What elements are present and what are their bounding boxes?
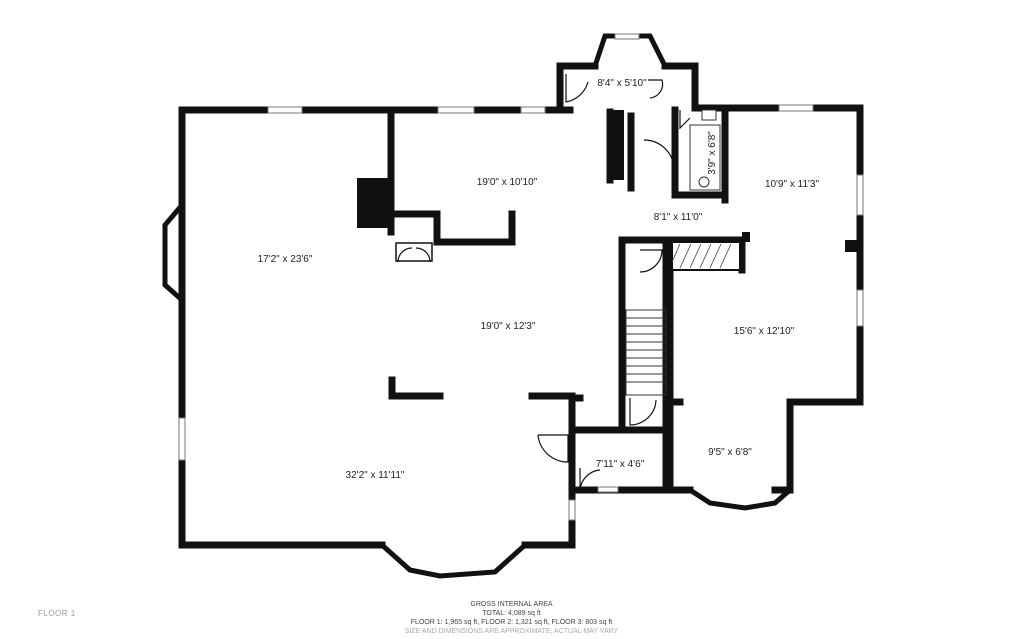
- area-title: GROSS INTERNAL AREA: [470, 601, 553, 608]
- room-label-r7: 8'1" x 11'0": [654, 212, 703, 223]
- area-summary: GROSS INTERNAL AREA TOTAL: 4,089 sq ft F…: [0, 600, 1023, 636]
- room-label-r11: 7'11" x 4'6": [596, 459, 645, 470]
- room-label-r6: 3'9" x 6'8": [707, 131, 718, 175]
- room-label-r1: 17'2" x 23'6": [258, 254, 313, 265]
- room-label-r5: 8'4" x 5'10": [597, 78, 647, 89]
- room-label-r4: 32'2" x 11'11": [346, 470, 405, 481]
- area-floors: FLOOR 1: 1,965 sq ft, FLOOR 2: 1,321 sq …: [410, 619, 613, 626]
- bay-windows: [162, 33, 792, 579]
- doors: [395, 74, 691, 491]
- room-label-r3: 19'0" x 12'3": [481, 321, 536, 332]
- room-labels: 17'2" x 23'6" 19'0" x 10'10" 19'0" x 12'…: [258, 78, 820, 481]
- staircase: [625, 309, 667, 396]
- room-label-r2: 19'0" x 10'10": [477, 177, 538, 188]
- bathroom-fixtures: [689, 109, 721, 191]
- area-total: TOTAL: 4,089 sq ft: [482, 610, 541, 617]
- room-label-r8: 10'9" x 11'3": [765, 179, 820, 190]
- walls: [178, 62, 864, 549]
- fireplace: [671, 241, 741, 271]
- room-label-r9: 15'6" x 12'10": [734, 326, 795, 337]
- windows: [178, 33, 864, 521]
- room-label-r10: 9'5" x 6'8": [708, 447, 752, 458]
- floor-label: FLOOR 1: [38, 609, 76, 618]
- area-disclaimer: SIZE AND DIMENSIONS ARE APPROXIMATE, ACT…: [404, 628, 619, 635]
- chimney-blocks: [357, 110, 860, 252]
